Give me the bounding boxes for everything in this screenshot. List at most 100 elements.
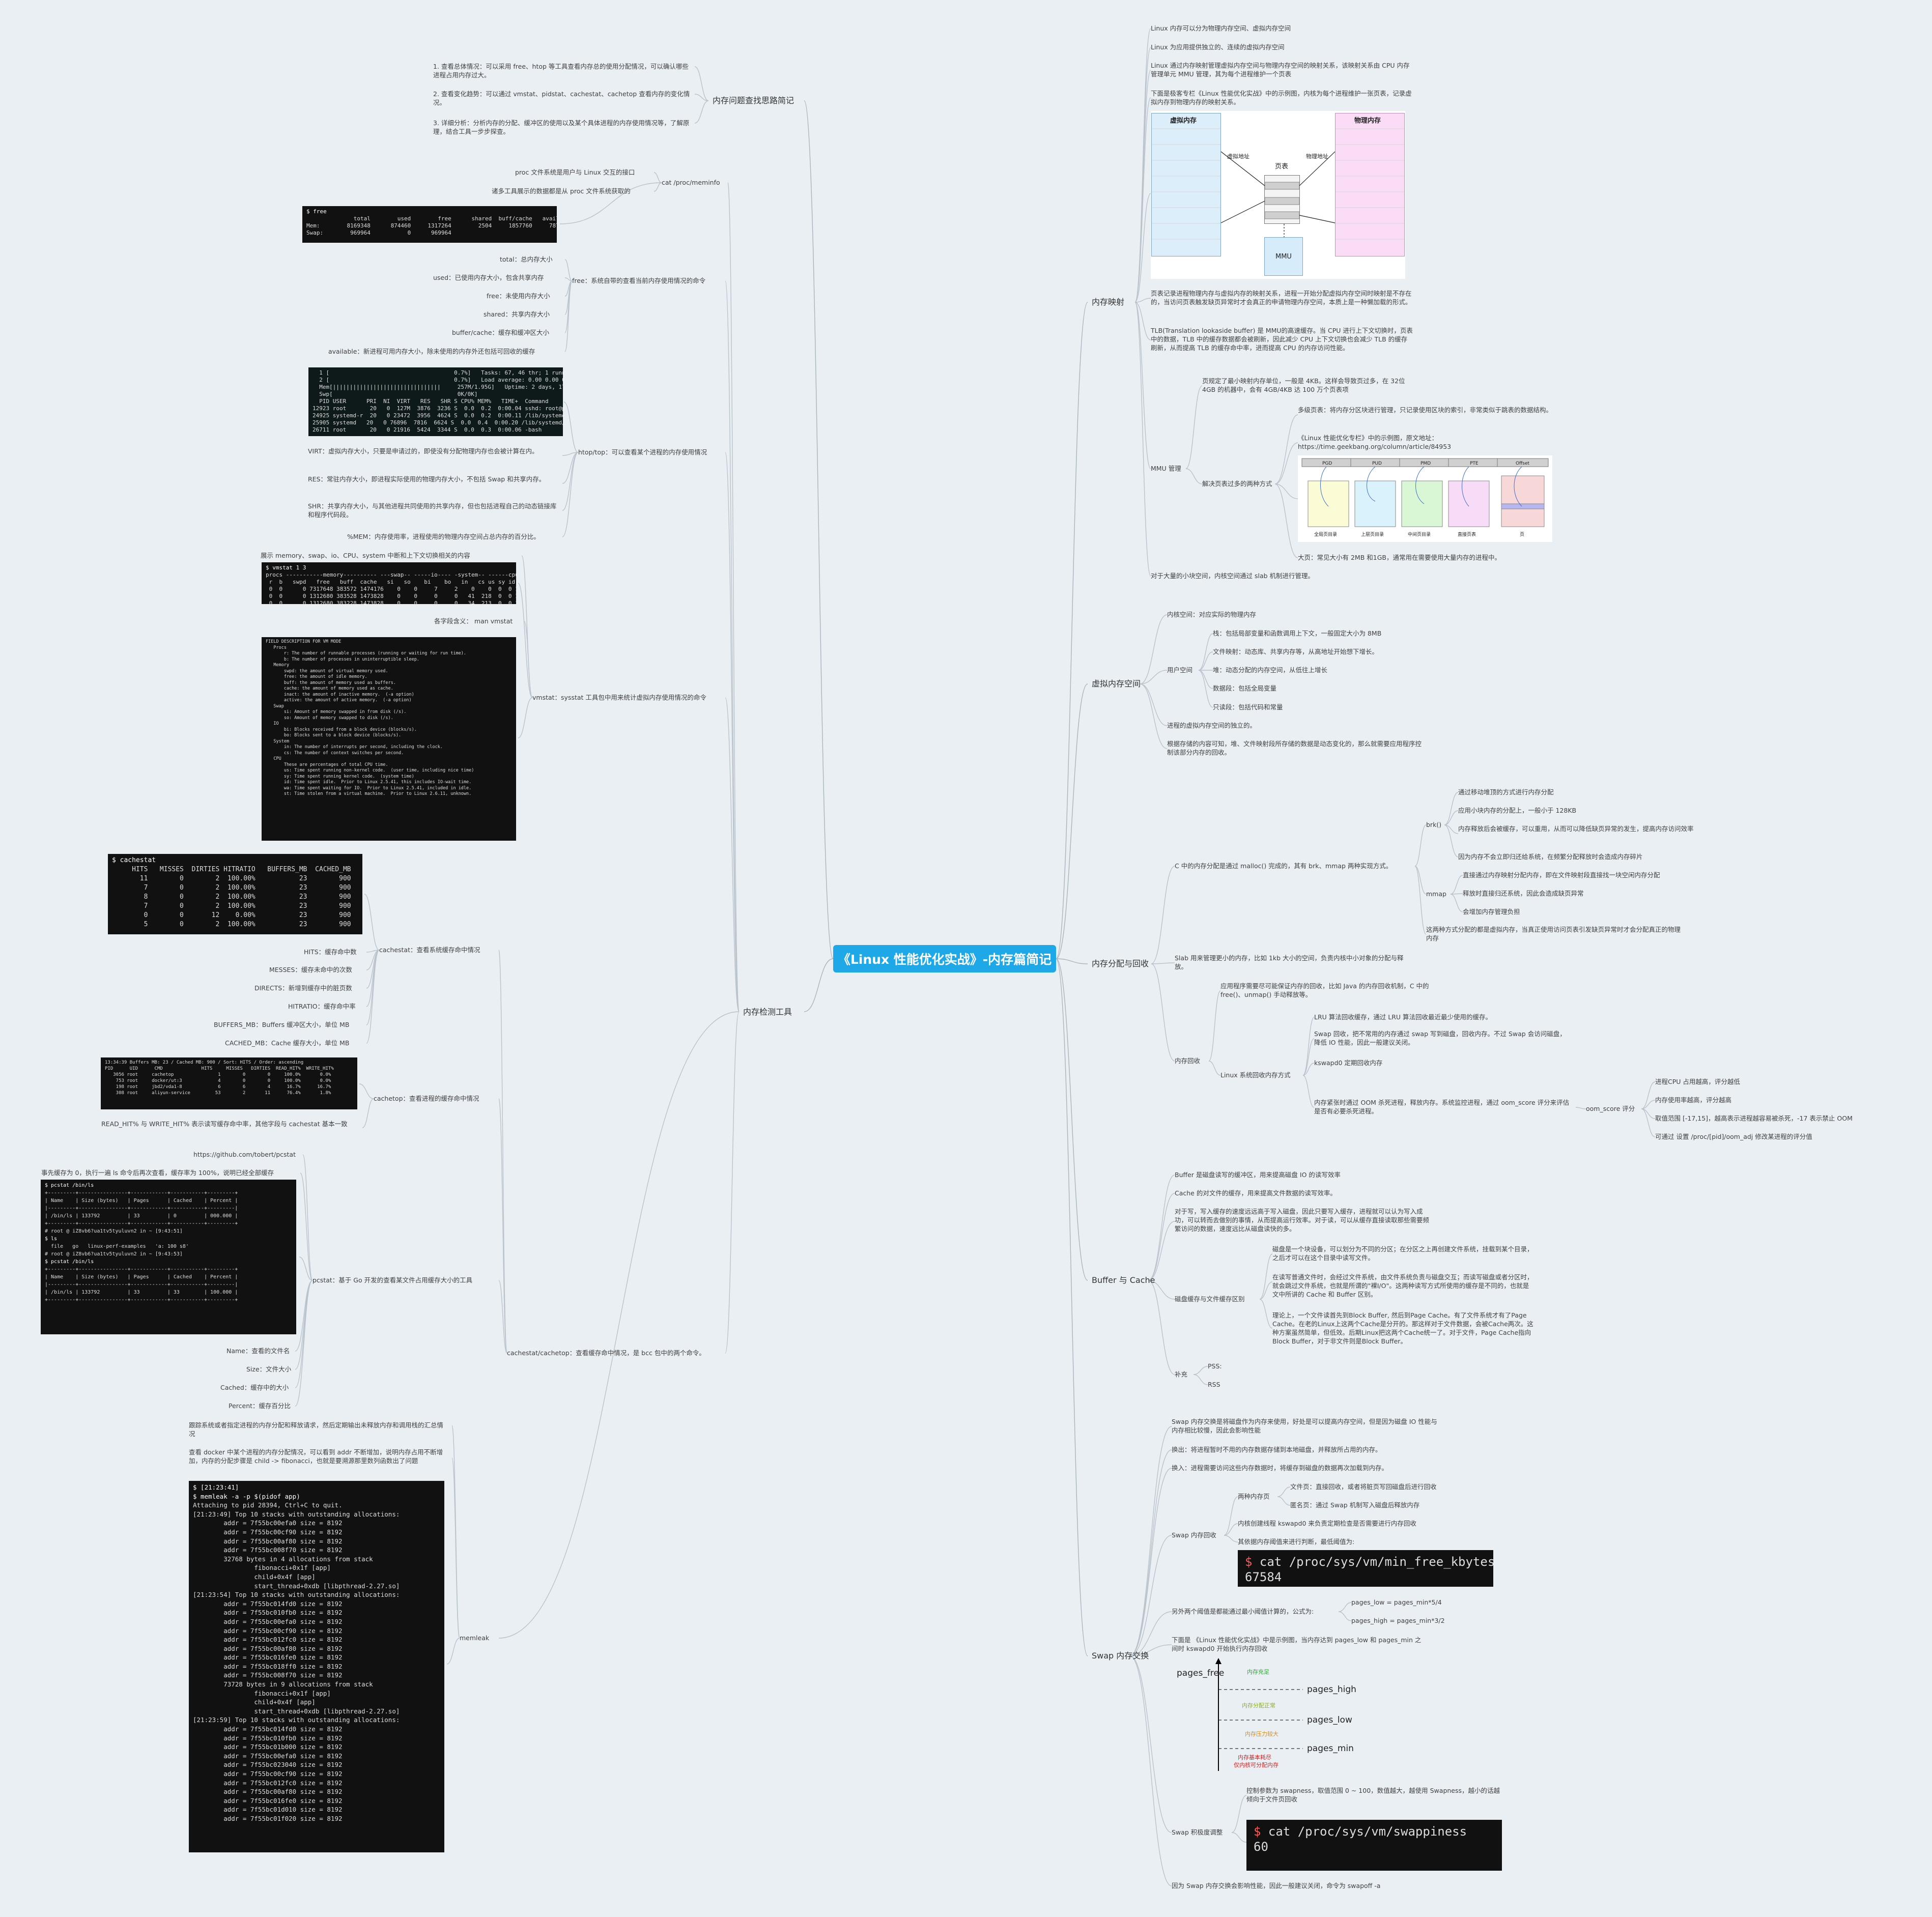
pages-low-formula[interactable]: pages_low = pages_min*5/4 xyxy=(1351,1598,1442,1606)
root-topic[interactable]: 《Linux 性能优化实战》-内存篇简记 xyxy=(833,945,1056,972)
topic-swap[interactable]: Swap 内存交换 xyxy=(1092,1651,1149,1661)
swap-reclaim-node[interactable]: Swap 内存回收 xyxy=(1172,1531,1216,1539)
oom-score-node[interactable]: oom_score 评分 xyxy=(1586,1105,1635,1112)
meminfo-note-2[interactable]: 诸多工具展示的数据都是从 proc 文件系统获取的 xyxy=(492,187,631,195)
meminfo-node[interactable]: cat /proc/meminfo xyxy=(662,179,720,186)
page-table-lazy-note[interactable]: 页表记录进程物理内存与虚拟内存的映射关系，进程一开始分配虚拟内存空间时映射是不存… xyxy=(1151,290,1412,306)
htop-res[interactable]: RES：常驻内存大小，即进程实际使用的物理内存大小，不包括 Swap 和共享内存… xyxy=(308,475,546,483)
mmap-node[interactable]: mmap xyxy=(1426,890,1446,898)
cachestat-misses[interactable]: MESSES：缓存未命中的次数 xyxy=(269,966,352,974)
reclaim-kswapd0[interactable]: kswapd0 定期回收内存 xyxy=(1314,1059,1383,1067)
swap-in[interactable]: 换入：进程需要访问这些内存数据时，将缓存到磁盘的数据再次加载到内存。 xyxy=(1172,1464,1388,1472)
kernel-space[interactable]: 内核空间：对应实际的物理内存 xyxy=(1167,611,1257,618)
cachetop-node[interactable]: cachetop：查看进程的缓存命中情况 xyxy=(374,1095,479,1102)
oom-score-2[interactable]: 内存使用率越高，评分越高 xyxy=(1655,1096,1732,1104)
topic-virtual-memory[interactable]: 虚拟内存空间 xyxy=(1092,679,1141,689)
brk-note-3[interactable]: 内存释放后会被缓存，可以重用，从而可以降低缺页异常的发生，提高内存访问效率 xyxy=(1458,825,1694,833)
analysis-step-3[interactable]: 3. 详细分析：分析内存的分配、缓冲区的使用以及某个具体进程的内存使用情况等，了… xyxy=(433,119,690,135)
cachestat-node[interactable]: cachestat：查看系统缓存命中情况 xyxy=(379,946,480,954)
user-file-mapping[interactable]: 文件映射：动态库、共享内存等，从高地址开始想下增长。 xyxy=(1213,648,1379,655)
map-note-4[interactable]: 下面是极客专栏《Linux 性能优化实战》中的示例图，内核为每个进程维护一张页表… xyxy=(1151,90,1412,106)
file-page[interactable]: 文件页：直接回收，或者将脏页写回磁盘后进行回收 xyxy=(1290,1483,1437,1491)
free-free[interactable]: free：未使用内存大小 xyxy=(487,292,550,300)
disk-file-cache-diff[interactable]: 磁盘缓存与文件缓存区别 xyxy=(1175,1295,1245,1303)
oom-score-3[interactable]: 取值范围 [-17,15]，越高表示进程越容易被杀死，-17 表示禁止 OOM xyxy=(1655,1114,1853,1122)
cachestat-cachetop-node[interactable]: cachestat/cachetop：查看缓存命中情况，是 bcc 包中的两个命… xyxy=(507,1349,705,1357)
kswapd0-thread[interactable]: 内核创建线程 kswapd0 来负责定期检查是否需要进行内存回收 xyxy=(1238,1520,1416,1527)
mmu-two-ways[interactable]: 解决页表过多的两种方式 xyxy=(1202,480,1272,488)
disk-cache-note-2[interactable]: 在读写普通文件时，会经过文件系统，由文件系统负责与磁盘交互；而读写磁盘或者分区时… xyxy=(1272,1273,1533,1298)
mmap-note-3[interactable]: 会增加内存管理负担 xyxy=(1463,908,1520,915)
virtual-space-note[interactable]: 根据存储的内容可知，堆、文件映射段所存储的数据是动态变化的，那么就需要应用程序控… xyxy=(1167,740,1422,756)
mmu-management[interactable]: MMU 管理 xyxy=(1151,465,1181,472)
other-thresholds[interactable]: 另外两个阈值是都能通过最小阈值计算的，公式为: xyxy=(1172,1608,1314,1615)
pcstat-size[interactable]: Size：文件大小 xyxy=(246,1365,292,1373)
map-note-2[interactable]: Linux 为应用提供独立的、连续的虚拟内存空间 xyxy=(1151,43,1285,51)
htop-virt[interactable]: VIRT：虚拟内存大小，只要是申请过的，即使没有分配物理内存也会被计算在内。 xyxy=(308,447,538,455)
swappiness-note[interactable]: 控制参数为 swapness，取值范围 0 ~ 100，数值越大，越使用 Swa… xyxy=(1246,1787,1500,1803)
topic-analysis-approach[interactable]: 内存问题查找思路简记 xyxy=(713,96,794,105)
cache-note[interactable]: Cache 的对文件的缓存，用来提高文件数据的读写效率。 xyxy=(1175,1189,1337,1197)
user-data-segment[interactable]: 数据段：包括全局变量 xyxy=(1213,684,1277,692)
pss-node[interactable]: PSS: xyxy=(1208,1362,1222,1370)
oom-score-4[interactable]: 可通过 设置 /proc/[pid]/oom_adj 修改某进程的评分值 xyxy=(1655,1133,1812,1140)
topic-alloc-reclaim[interactable]: 内存分配与回收 xyxy=(1092,959,1149,968)
malloc-note[interactable]: C 中的内存分配是通过 malloc() 完成的，其有 brk、mmap 两种实… xyxy=(1175,862,1393,870)
rss-node[interactable]: RSS xyxy=(1208,1381,1220,1388)
reclaim-node[interactable]: 内存回收 xyxy=(1175,1057,1201,1065)
disk-cache-note-3[interactable]: 理论上，一个文件读首先到Block Buffer, 然后到Page Cache。… xyxy=(1272,1311,1533,1345)
meminfo-note-1[interactable]: proc 文件系统是用户与 Linux 交互的接口 xyxy=(515,168,635,176)
cachetop-note[interactable]: READ_HIT% 与 WRITE_HIT% 表示读写缓存命中率，其他字段与 c… xyxy=(101,1120,348,1128)
reclaim-linux-ways[interactable]: Linux 系统回收内存方式 xyxy=(1220,1071,1291,1079)
user-heap[interactable]: 堆：动态分配的内存空间，从低往上增长 xyxy=(1213,666,1328,674)
alloc-virtual-note[interactable]: 这两种方式分配的都是虚拟内存，当真正使用访问页表引发缺页异常时才会分配真正的物理… xyxy=(1426,926,1681,942)
memleak-note-2[interactable]: 查看 docker 中某个进程的内存分配情况，可以看到 addr 不断增加，说明… xyxy=(189,1448,443,1465)
huge-page-note[interactable]: 大页：常见大小有 2MB 和1GB，通常用在需要使用大量内存的进程中。 xyxy=(1298,554,1501,561)
user-stack[interactable]: 栈：包括局部变量和函数调用上下文，一般固定大小为 8MB xyxy=(1213,630,1382,637)
slab-alloc-note[interactable]: Slab 用来管理更小的内存，比如 1kb 大小的空间，负责内核中小对象的分配与… xyxy=(1175,954,1404,970)
multilevel-page-table[interactable]: 多级页表：将内存分区块进行管理，只记录使用区块的索引，非常类似于跳表的数据结构。 xyxy=(1298,406,1553,414)
disk-cache-note-1[interactable]: 磁盘是一个块设备，可以划分为不同的分区；在分区之上再创建文件系统，挂载到某个目录… xyxy=(1272,1245,1533,1262)
swapoff-note[interactable]: 因为 Swap 内存交换会影响性能，因此一般建议关闭，命令为 swapoff -… xyxy=(1172,1882,1381,1890)
two-page-types[interactable]: 两种内存页 xyxy=(1238,1493,1270,1500)
reclaim-oom[interactable]: 内存紧张时通过 OOM 杀死进程，释放内存。系统监控进程，通过 oom_scor… xyxy=(1314,1099,1570,1115)
pcstat-percent[interactable]: Percent：缓存百分比 xyxy=(229,1402,291,1410)
swap-out[interactable]: 换出：将进程暂时不用的内存数据存储到本地磁盘，并释放所占用的内存。 xyxy=(1172,1446,1382,1453)
map-note-1[interactable]: Linux 内存可以分为物理内存空间、虚拟内存空间 xyxy=(1151,24,1291,32)
topic-memory-tools[interactable]: 内存检测工具 xyxy=(743,1007,792,1017)
cachestat-hitratio[interactable]: HITRATIO：缓存命中率 xyxy=(288,1003,356,1010)
analysis-step-1[interactable]: 1. 查看总体情况：可以采用 free、htop 等工具查看内存总的使用分配情况… xyxy=(433,63,689,79)
topic-buffer-cache[interactable]: Buffer 与 Cache xyxy=(1092,1275,1155,1285)
mmap-note-2[interactable]: 释放时直接归还系统，因此会造成缺页异常 xyxy=(1463,890,1584,897)
free-total[interactable]: total：总内存大小 xyxy=(500,255,553,263)
free-buffcache[interactable]: buffer/cache：缓存和缓冲区大小 xyxy=(452,329,550,336)
oom-score-1[interactable]: 进程CPU 占用越高，评分越低 xyxy=(1655,1078,1740,1085)
topic-memory-mapping[interactable]: 内存映射 xyxy=(1092,297,1125,307)
mmu-page-size[interactable]: 页规定了最小映射内存单位，一般是 4KB。这样会导致页过多，在 32位 4GB … xyxy=(1202,377,1405,393)
htop-shr[interactable]: SHR：共享内存大小，与其他进程共同使用的共享内存，但也包括进程自己的动态链接库… xyxy=(308,502,557,519)
swappiness-node[interactable]: Swap 积极度调整 xyxy=(1172,1828,1223,1836)
cachestat-buffers[interactable]: BUFFERS_MB：Buffers 缓冲区大小，单位 MB xyxy=(214,1021,350,1028)
supplement-node[interactable]: 补充 xyxy=(1175,1370,1188,1378)
pcstat-cached[interactable]: Cached：缓存中的大小 xyxy=(220,1384,289,1391)
vmstat-note[interactable]: 展示 memory、swap、io、CPU、system 中断和上下文切换相关的… xyxy=(261,552,470,559)
cachestat-cached[interactable]: CACHED_MB：Cache 缓存大小，单位 MB xyxy=(225,1039,350,1047)
mmap-note-1[interactable]: 直接通过内存映射分配内存，即在文件映射段直接找一块空闲内存分配 xyxy=(1463,871,1660,879)
vmstat-node[interactable]: vmstat：sysstat 工具包中用来统计虚拟内存使用情况的命令 xyxy=(532,694,706,701)
brk-note-2[interactable]: 应用小块内存的分配上，一般小于 128KB xyxy=(1458,807,1577,814)
brk-note-4[interactable]: 因为内存不会立即归还给系统，在频繁分配释放时会造成内存碎片 xyxy=(1458,853,1643,861)
geekbang-reference[interactable]: 《Linux 性能优化专栏》中的示例图，原文地址：https://time.ge… xyxy=(1298,434,1452,450)
threshold-note[interactable]: 其依据内存阈值来进行判断，最低阈值为: xyxy=(1238,1538,1355,1546)
analysis-step-2[interactable]: 2. 查看变化趋势：可以通过 vmstat、pidstat、cachestat、… xyxy=(433,90,690,106)
user-readonly-segment[interactable]: 只读段：包括代码和常量 xyxy=(1213,703,1283,711)
user-space[interactable]: 用户空间 xyxy=(1167,666,1193,674)
htop-mem[interactable]: %MEM：内存使用率，进程使用的物理内存空间占总内存的百分比。 xyxy=(347,533,540,540)
free-node[interactable]: free：系统自带的查看当前内存使用情况的命令 xyxy=(572,277,706,284)
reclaim-swap[interactable]: Swap 回收，把不常用的内存通过 swap 写到磁盘，回收内存。不过 Swap… xyxy=(1314,1030,1566,1046)
vmstat-man[interactable]: 各字段含义： man vmstat xyxy=(434,617,513,625)
swap-intro[interactable]: Swap 内存交换是将磁盘作为内存来使用，好处是可以提高内存空间，但是因为磁盘 … xyxy=(1172,1418,1437,1434)
free-shared[interactable]: shared：共享内存大小 xyxy=(484,310,550,318)
virtual-space-independent[interactable]: 进程的虚拟内存空间的独立的。 xyxy=(1167,722,1257,729)
pcstat-note[interactable]: 事先缓存为 0，执行一遍 ls 命令后再次查看，缓存率为 100%，说明已经全部… xyxy=(41,1169,274,1177)
reclaim-app-note[interactable]: 应用程序需要尽可能保证内存的回收，比如 Java 的内存回收机制，C 中的 fr… xyxy=(1220,982,1429,998)
